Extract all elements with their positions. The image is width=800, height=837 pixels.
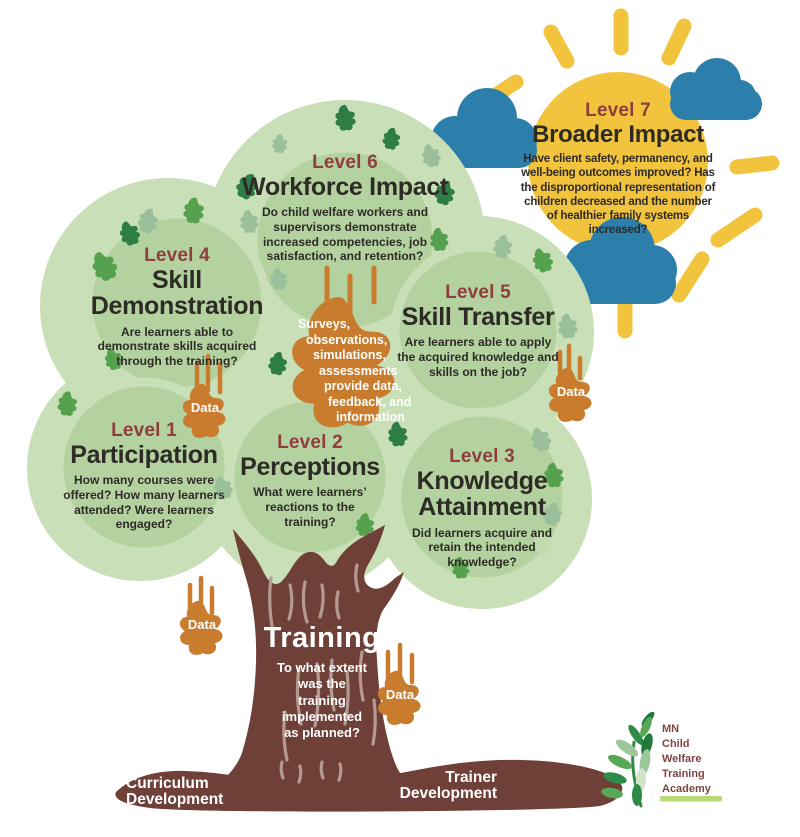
data-label: Data xyxy=(190,400,220,415)
leaf-line: observations, xyxy=(306,332,388,347)
level-1-question: How many courses were offered? How many … xyxy=(63,473,225,532)
level-1-label: Level 1 xyxy=(111,420,177,441)
level-1-title: Participation xyxy=(70,441,218,469)
data-leaf-upper-left xyxy=(182,353,226,438)
logo-line: Child xyxy=(662,738,690,750)
leaf-line: assessments xyxy=(319,363,398,378)
logo-wordmark: MN Child Welfare Training Academy xyxy=(662,722,711,797)
level-6-question: Do child welfare workers and supervisors… xyxy=(261,205,429,264)
logo-line: MN xyxy=(662,723,680,735)
level-2-label: Level 2 xyxy=(277,432,343,453)
data-label: Data xyxy=(556,384,586,399)
level-1-circle-text: Level 1 Participation How many courses w… xyxy=(49,420,239,532)
level-4-question: Are learners able to demonstrate skills … xyxy=(97,324,257,368)
level-4-title: Skill Demonstration xyxy=(90,266,264,321)
logo-line: Training xyxy=(662,768,705,780)
leaf-line: provide data, xyxy=(324,379,402,393)
level-7-sun-text: Level 7 Broader Impact Have client safet… xyxy=(513,100,723,238)
level-3-circle-text: Level 3 Knowledge Attainment Did learner… xyxy=(389,446,575,569)
level-3-label: Level 3 xyxy=(449,446,515,467)
level-5-circle-text: Level 5 Skill Transfer Are learners able… xyxy=(391,282,565,379)
level-3-question: Did learners acquire and retain the inte… xyxy=(411,525,553,569)
level-7-title: Broader Impact xyxy=(532,121,704,148)
leaf-line: Surveys, xyxy=(298,317,351,331)
data-label: Data xyxy=(187,617,217,632)
level-2-circle-text: Level 2 Perceptions What were learners’ … xyxy=(220,432,400,529)
trunk-title: Training xyxy=(263,622,381,654)
level-6-title: Workforce Impact xyxy=(242,173,448,201)
data-leaf-lower-left xyxy=(179,575,223,655)
data-leaf-lower-right xyxy=(377,642,421,725)
leaf-line: simulations, xyxy=(313,348,386,362)
logo-line: Academy xyxy=(662,783,711,795)
center-leaf-text: Surveys, observations, simulations, asse… xyxy=(298,317,411,426)
level-4-label: Level 4 xyxy=(144,245,210,266)
cloud-icon-left xyxy=(431,88,537,168)
level-7-label: Level 7 xyxy=(585,100,651,121)
cloud-icon-right xyxy=(670,58,762,120)
footer-trainer-development: Trainer Development xyxy=(399,769,497,803)
footer-curriculum-development: Curriculum Development xyxy=(126,775,224,809)
level-5-question: Are learners able to apply the acquired … xyxy=(397,335,559,379)
leaf-line: feedback, and xyxy=(328,394,412,409)
level-3-title: Knowledge Attainment xyxy=(416,467,548,522)
level-4-circle-text: Level 4 Skill Demonstration Are learners… xyxy=(72,245,282,368)
sun-icon xyxy=(528,72,708,252)
level-6-circle-text: Level 6 Workforce Impact Do child welfar… xyxy=(240,152,450,264)
leaf-line: information xyxy=(336,410,405,424)
level-5-label: Level 5 xyxy=(445,282,511,303)
logo-line: Welfare xyxy=(662,753,702,765)
trunk-text: Training To what extent was the training… xyxy=(262,622,382,741)
logo-underline-bar xyxy=(660,796,722,802)
level-6-label: Level 6 xyxy=(312,152,378,173)
level-7-question: Have client safety, permanency, and well… xyxy=(520,153,716,237)
bark-lines xyxy=(268,563,377,784)
level-5-title: Skill Transfer xyxy=(401,303,555,331)
logo-leaf-icon xyxy=(601,711,655,808)
tree-trunk xyxy=(195,525,429,801)
level-2-title: Perceptions xyxy=(240,453,380,481)
data-label: Data xyxy=(385,687,415,702)
trunk-question: To what extent was the training implemen… xyxy=(276,660,368,740)
level-2-question: What were learners’ reactions to the tra… xyxy=(253,485,367,529)
data-leaf-upper-right xyxy=(548,343,592,422)
